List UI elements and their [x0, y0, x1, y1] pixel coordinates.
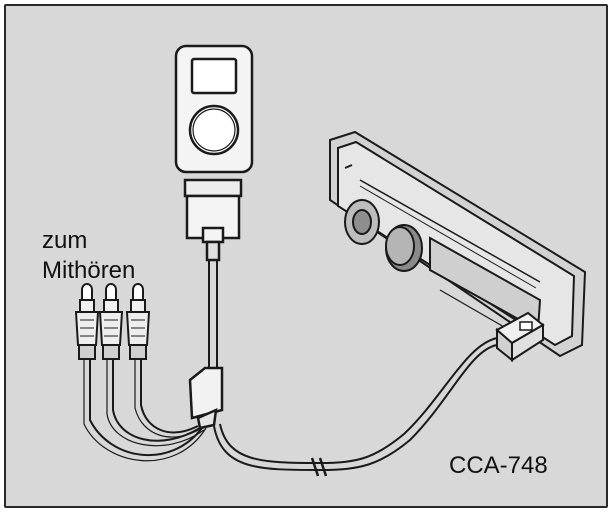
monitor-label-line2: Mithören: [42, 257, 135, 285]
cable-splitter: [190, 368, 222, 428]
main-cable: [209, 260, 217, 375]
rca-plug-3: [127, 284, 149, 359]
media-player-device: [176, 46, 252, 172]
monitor-label-line1: zum: [42, 227, 87, 255]
stereo-input-connector: [497, 313, 543, 360]
car-stereo-unit: [330, 132, 585, 356]
dock-connector-plug: [185, 180, 241, 260]
rca-plug-2: [100, 284, 122, 359]
model-number-label: CCA-748: [449, 452, 548, 480]
rca-plug-1: [76, 284, 98, 359]
